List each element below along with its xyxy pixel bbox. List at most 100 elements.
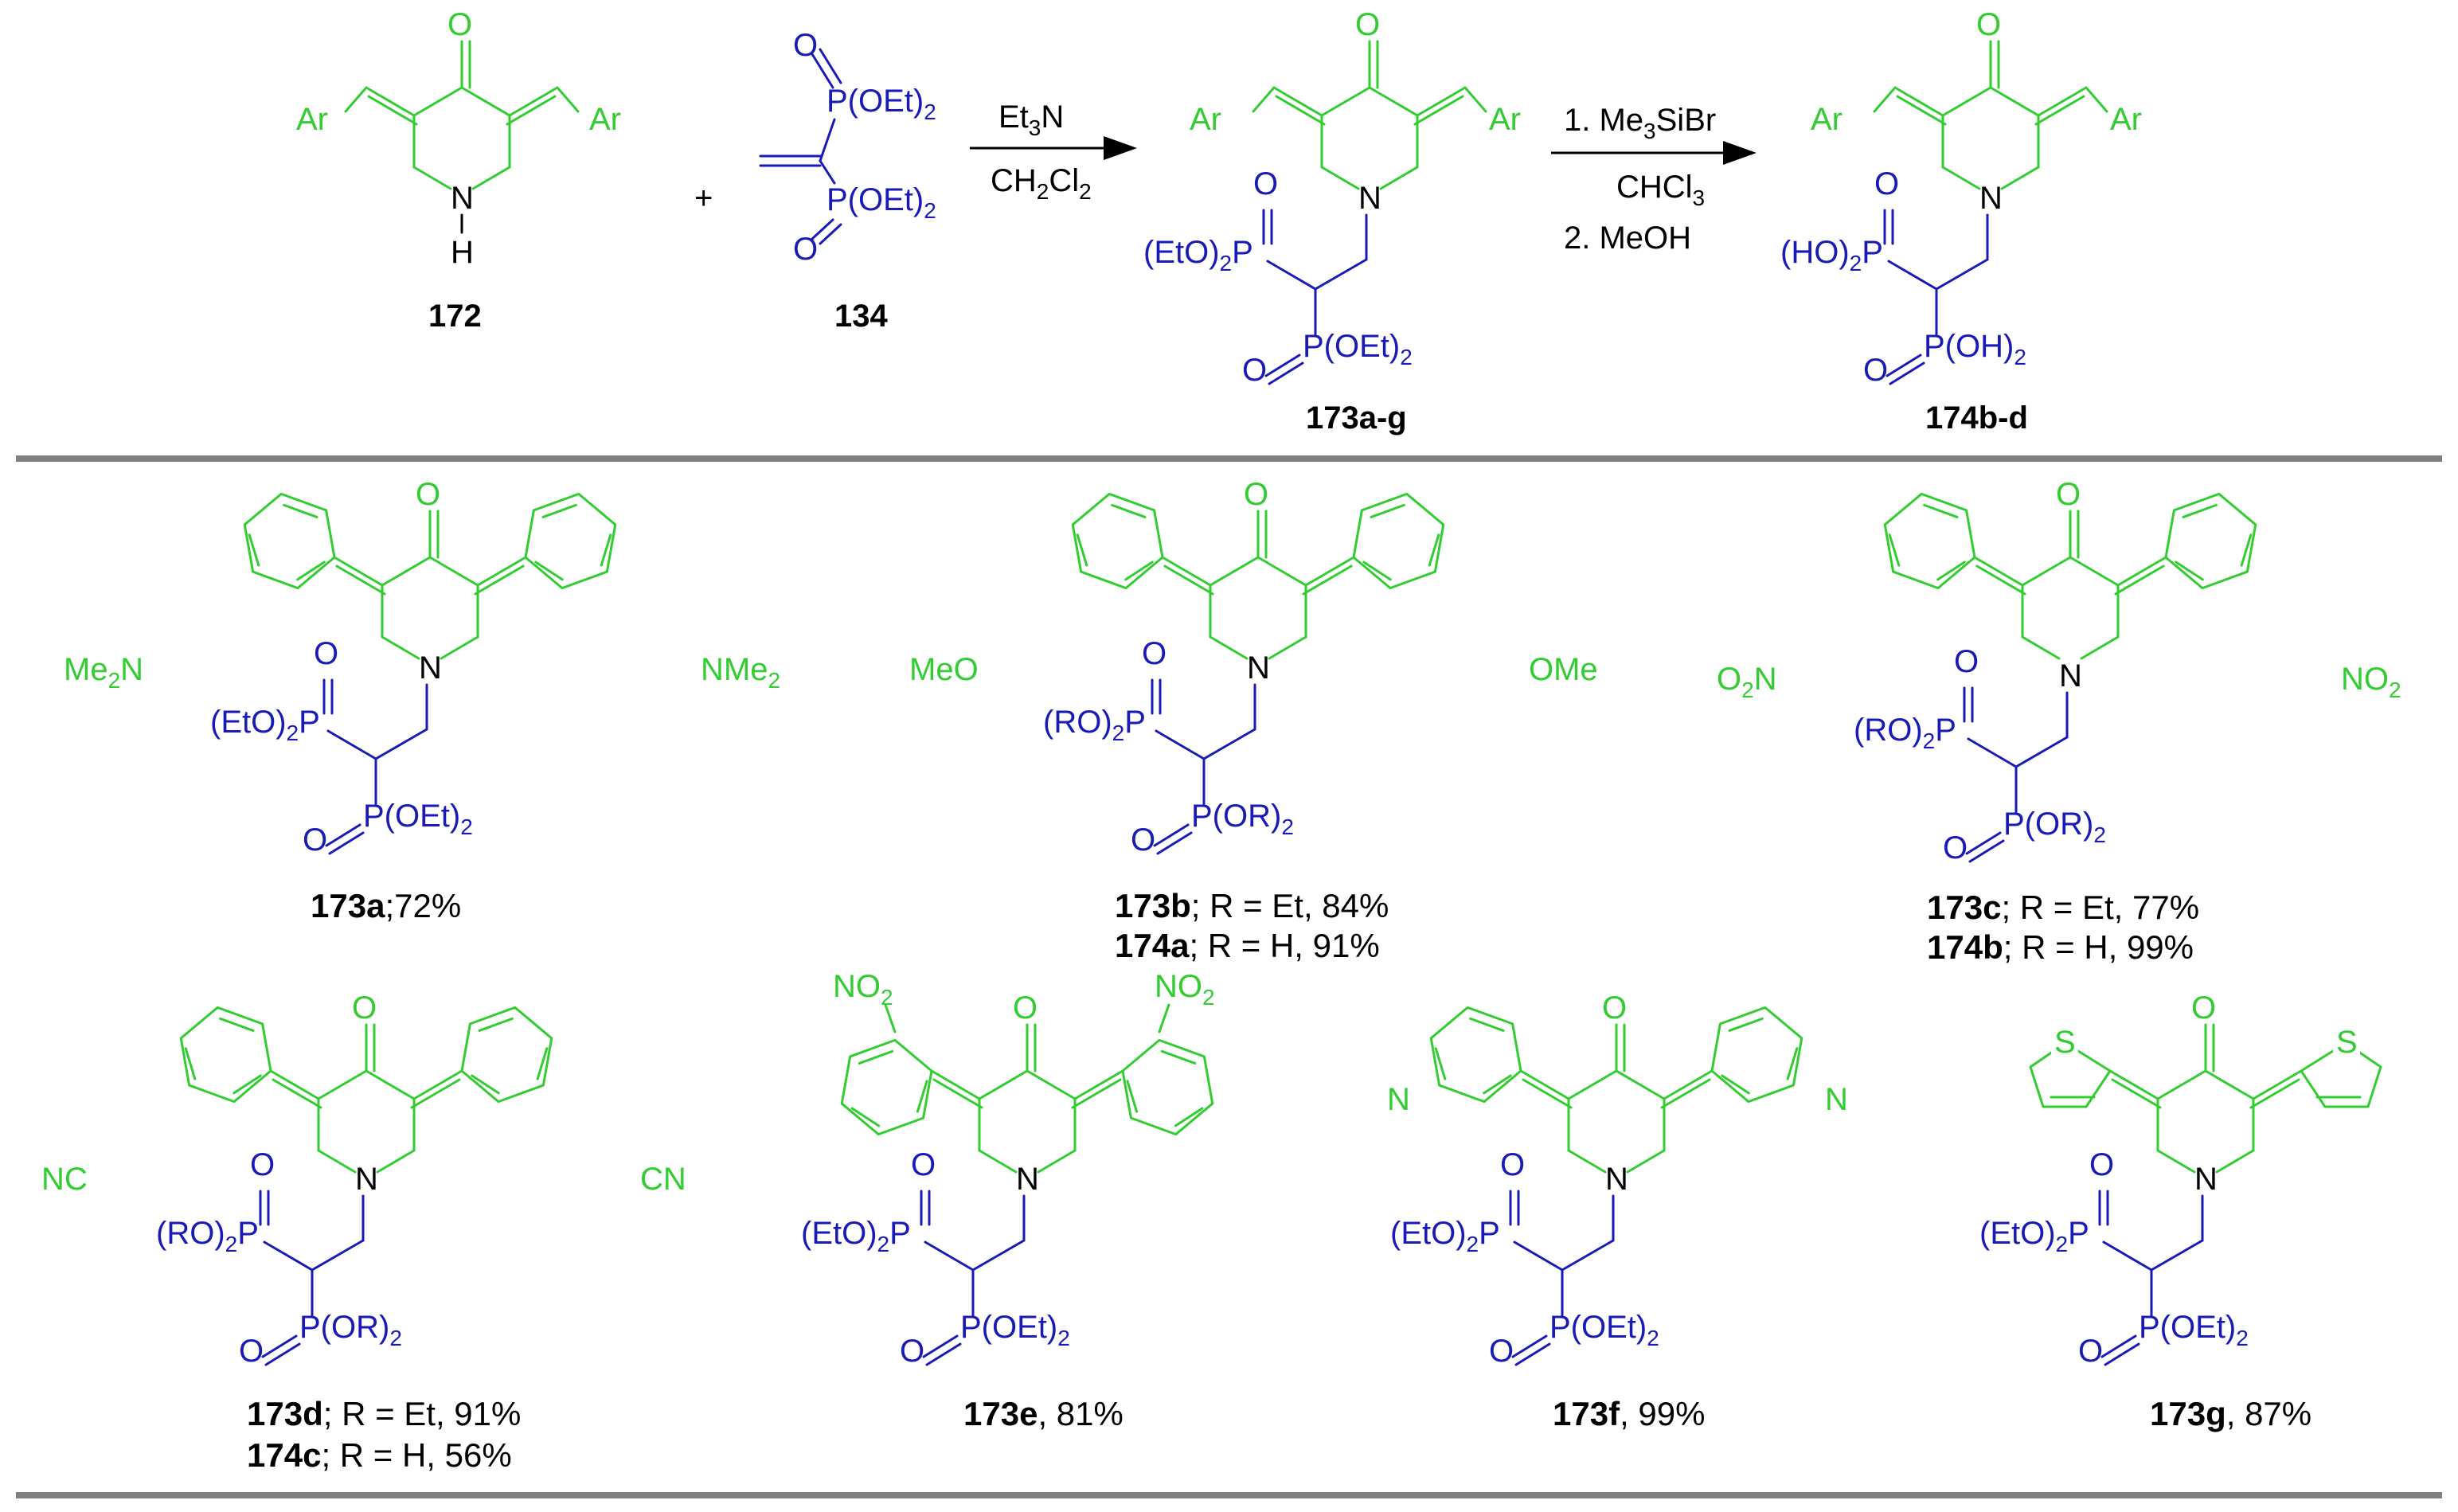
- caption-174a: 174a; R = H, 91%: [1115, 927, 1380, 964]
- phosphonate-upper: (EtO)2P: [1143, 235, 1253, 275]
- phosphonate-lower: P(OR)2: [2003, 807, 2106, 847]
- phosphoryl-oxygen-bottom: O: [1863, 353, 1888, 388]
- compound-172-structure: O Ar Ar N H 172: [296, 7, 621, 334]
- phosphonic-acid-lower: P(OH)2: [1924, 329, 2026, 369]
- solvent-chcl3: CHCl3: [1616, 170, 1705, 210]
- caption-173b: 173b; R = Et, 84%: [1115, 887, 1389, 924]
- ring-nitrogen: N: [1979, 181, 2003, 216]
- plus-sign: +: [694, 181, 713, 216]
- compound-173ag-label: 173a-g: [1306, 400, 1407, 436]
- phosphonate-lower: P(OEt)2: [363, 799, 473, 839]
- phosphonate-upper: (EtO)2P: [1979, 1216, 2089, 1256]
- caption-174b: 174b; R = H, 99%: [1927, 928, 2194, 966]
- phosphoryl-oxygen-bottom: O: [1489, 1334, 1514, 1369]
- phosphonate-top: P(OEt)2: [826, 84, 936, 124]
- phosphonate-upper: (RO)2P: [1854, 713, 1956, 753]
- ar-left-label: Ar: [1190, 102, 1221, 137]
- carbonyl-oxygen: O: [1976, 7, 2001, 42]
- product-173e: O NO2 NO2 N O (EtO)2P P(OEt)2 O 173e, 81…: [801, 969, 1229, 1432]
- ring-nitrogen: N: [355, 1162, 378, 1197]
- reagent-meoh: 2. MeOH: [1564, 221, 1691, 256]
- amine-nitrogen: N: [451, 181, 474, 216]
- phosphoryl-oxygen-top: O: [2089, 1147, 2114, 1182]
- phosphoryl-oxygen-top: O: [250, 1147, 275, 1182]
- ring-nitrogen: N: [1605, 1162, 1628, 1197]
- phosphoryl-oxygen-bottom: O: [2078, 1334, 2103, 1369]
- caption-173e: 173e, 81%: [963, 1395, 1123, 1432]
- ar-right-label: Ar: [1489, 102, 1521, 137]
- product-173d: O NC CN N O (RO)2P P(OR)2 O 173d; R = Et…: [41, 990, 686, 1474]
- nitro-ortho-right: NO2: [1155, 969, 1215, 1010]
- compound-134-label: 134: [834, 299, 888, 334]
- cyano-right: CN: [640, 1162, 686, 1197]
- carbonyl-oxygen: O: [2191, 990, 2216, 1026]
- phosphoryl-oxygen-bottom: O: [303, 822, 327, 858]
- solvent-ch2cl2: CH2Cl2: [991, 163, 1092, 204]
- ring-nitrogen: N: [1247, 651, 1270, 686]
- phosphonate-upper: (EtO)2P: [1390, 1216, 1500, 1256]
- phosphoryl-oxygen-bottom: O: [900, 1334, 924, 1369]
- reagent-me3sibr: 1. Me3SiBr: [1564, 103, 1716, 143]
- phosphoryl-oxygen-bottom: O: [239, 1334, 264, 1369]
- pyridine-n-left: N: [1387, 1082, 1410, 1117]
- phosphoryl-oxygen-bottom: O: [1131, 822, 1155, 858]
- compound-174bd-label: 174b-d: [1925, 400, 2028, 436]
- reagent-et3n: Et3N: [998, 100, 1064, 140]
- carbonyl-oxygen: O: [447, 7, 472, 42]
- phosphonate-lower: P(OR)2: [299, 1310, 402, 1350]
- caption-173d: 173d; R = Et, 91%: [247, 1395, 521, 1432]
- ar-right-label: Ar: [2110, 102, 2142, 137]
- amine-hydrogen: H: [451, 235, 474, 270]
- caption-173c: 173c; R = Et, 77%: [1927, 889, 2199, 926]
- ar-right-label: Ar: [589, 102, 621, 137]
- phosphonate-lower: P(OR)2: [1191, 799, 1294, 839]
- thiophene-s-left: S: [2054, 1025, 2076, 1060]
- carbonyl-oxygen: O: [416, 477, 440, 512]
- carbonyl-oxygen: O: [1244, 477, 1268, 512]
- phosphonate-lower: P(OEt)2: [1549, 1310, 1659, 1350]
- compound-174bd-structure: O Ar Ar N O (HO)2P P(OH)2 O 174b-d: [1780, 7, 2142, 436]
- ring-nitrogen: N: [1358, 181, 1381, 216]
- product-173c: O O2N NO2 N O (RO)2P P(OR)2 O 173c; R = …: [1717, 477, 2401, 966]
- carbonyl-oxygen: O: [352, 990, 377, 1026]
- product-173f: O N N N O (EtO)2P P(OEt)2 O 173f, 99%: [1385, 990, 1848, 1432]
- compound-173ag-structure: O Ar Ar N O (EtO)2P P(OEt)2 O 173a-g: [1143, 7, 1521, 436]
- ring-nitrogen: N: [2059, 658, 2082, 693]
- product-173a: O Me2N NMe2 N O (EtO)2P P(OEt)2 O 173a;7…: [64, 477, 780, 924]
- caption-173g: 173g, 87%: [2150, 1395, 2311, 1432]
- phosphonate-upper: (RO)2P: [1043, 705, 1146, 745]
- ring-nitrogen: N: [1016, 1162, 1039, 1197]
- phosphonate-lower: P(OEt)2: [1303, 329, 1413, 369]
- phosphoryl-oxygen-top: O: [1874, 166, 1899, 201]
- ar-left-label: Ar: [1811, 102, 1843, 137]
- nitro-ortho-left: NO2: [833, 969, 893, 1010]
- pyridine-n-right: N: [1825, 1082, 1848, 1117]
- nme2-right: NMe2: [701, 652, 780, 693]
- carbonyl-oxygen: O: [2056, 477, 2081, 512]
- phosphoryl-oxygen-top: O: [793, 28, 818, 63]
- carbonyl-oxygen: O: [1602, 990, 1627, 1026]
- phosphonate-lower: P(OEt)2: [960, 1310, 1070, 1350]
- phosphoryl-oxygen-bottom: O: [1242, 353, 1267, 388]
- reaction-arrow-1: Et3N CH2Cl2: [970, 100, 1137, 204]
- nitro-right: NO2: [2341, 662, 2401, 702]
- phosphoryl-oxygen-top: O: [1500, 1147, 1525, 1182]
- nme2-left: Me2N: [64, 652, 143, 693]
- methoxy-right: OMe: [1529, 652, 1598, 687]
- phosphonate-bottom: P(OEt)2: [826, 182, 936, 223]
- ring-nitrogen: N: [2194, 1162, 2218, 1197]
- phosphoryl-oxygen-top: O: [1253, 166, 1278, 201]
- methoxy-left: MeO: [909, 652, 979, 687]
- carbonyl-oxygen: O: [1013, 990, 1038, 1026]
- phosphonic-acid-upper: (HO)2P: [1780, 235, 1883, 275]
- phosphonate-upper: (EtO)2P: [210, 705, 320, 745]
- compound-134-structure: O P(OEt)2 P(OEt)2 O 134: [759, 28, 936, 334]
- phosphonate-upper: (EtO)2P: [801, 1216, 911, 1256]
- phosphoryl-oxygen-bottom: O: [1943, 830, 1968, 865]
- caption-173f: 173f, 99%: [1553, 1395, 1705, 1432]
- phosphoryl-oxygen-top: O: [1954, 644, 1979, 679]
- carbonyl-oxygen: O: [1355, 7, 1380, 42]
- compound-172-label: 172: [428, 299, 482, 334]
- ring-nitrogen: N: [419, 651, 442, 686]
